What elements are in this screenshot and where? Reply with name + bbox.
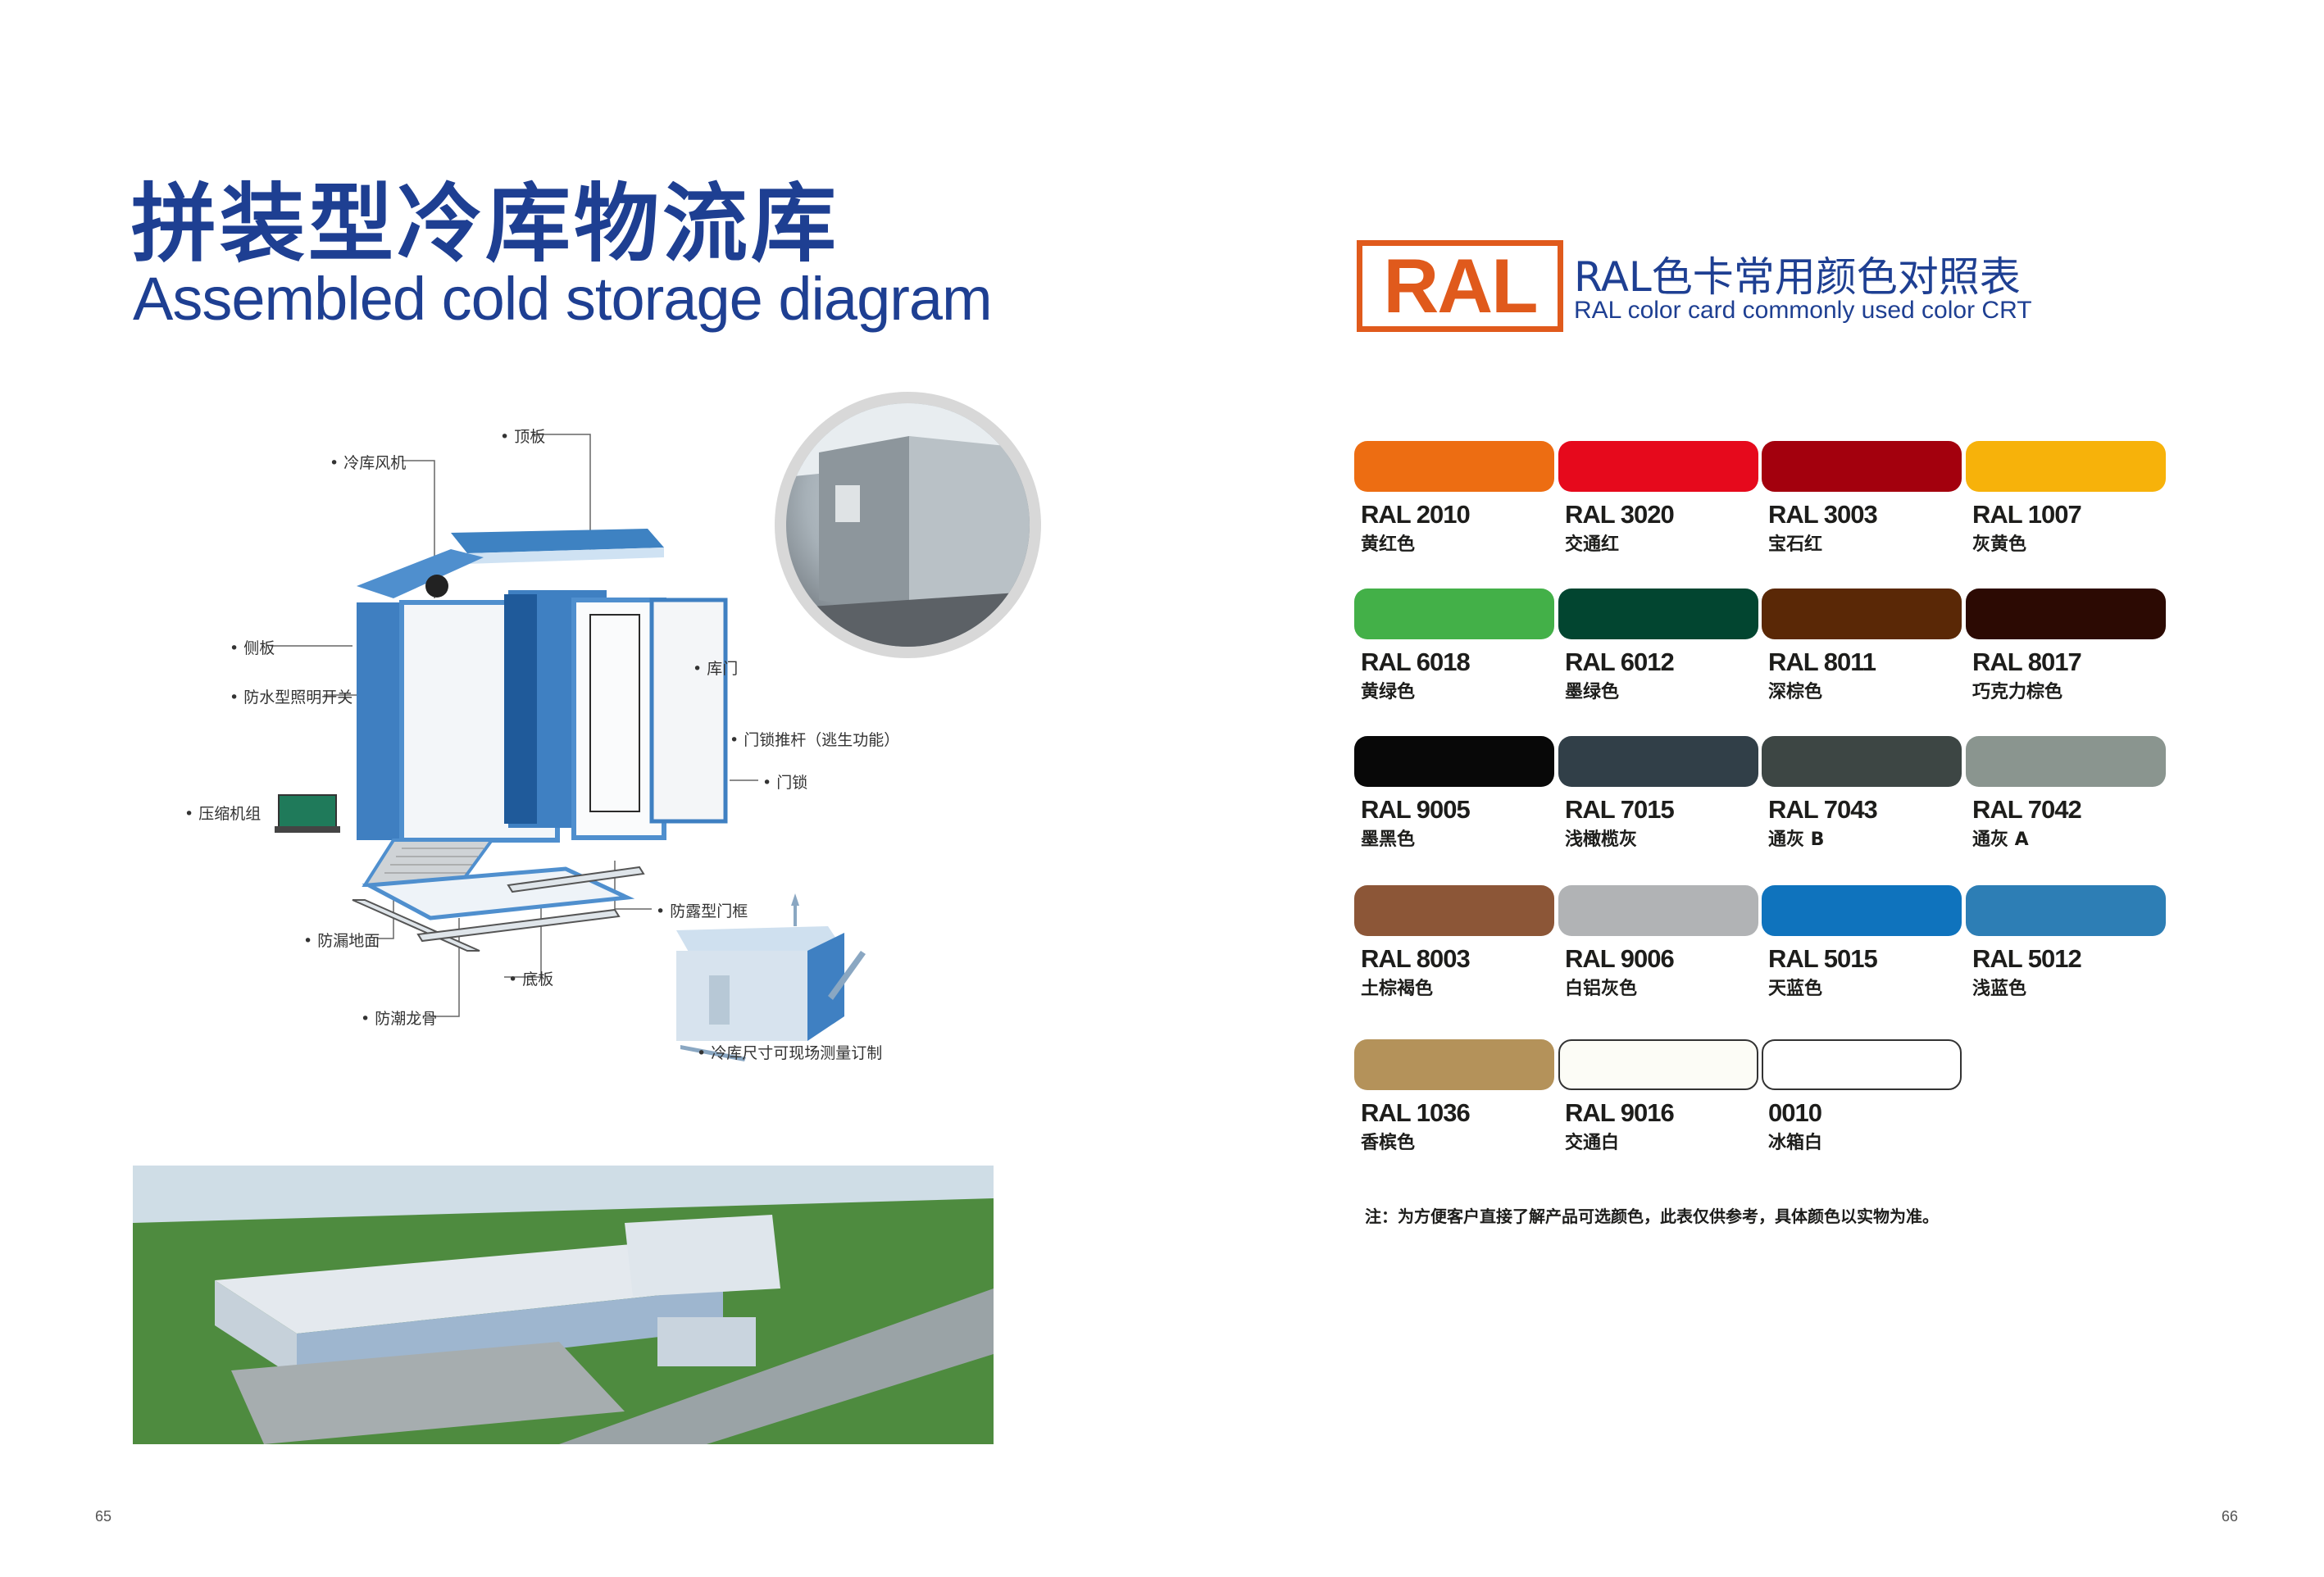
color-swatch: [1762, 885, 1962, 936]
swatch-name: 交通白: [1565, 1133, 1620, 1153]
swatch-code: RAL 6018: [1361, 648, 1471, 676]
swatch-code: RAL 6012: [1565, 648, 1675, 676]
ral-logo: RAL: [1357, 240, 1563, 332]
color-swatch: [1558, 589, 1758, 639]
color-swatch: [1966, 589, 2166, 639]
swatch-name: 浅橄榄灰: [1565, 829, 1638, 850]
color-swatch: [1354, 736, 1554, 787]
swatch-name: 墨绿色: [1565, 682, 1620, 702]
label-side-panel: • 侧板: [230, 639, 275, 657]
cold-storage-diagram: • 顶板 • 冷库风机 • 侧板 • 防水型照明开关 • 压缩机组 • 库门 •…: [156, 385, 1074, 1098]
color-swatch: [1558, 736, 1758, 787]
swatch-name: 白铝灰色: [1565, 979, 1638, 999]
label-fan: • 冷库风机: [330, 454, 407, 472]
page-number-left: 65: [95, 1508, 112, 1525]
swatch-name: 黄红色: [1361, 534, 1416, 555]
color-swatch: [1966, 441, 2166, 492]
swatch-code: 0010: [1768, 1098, 1822, 1127]
swatch-code: RAL 7015: [1565, 795, 1675, 824]
swatch-code: RAL 9016: [1565, 1098, 1675, 1127]
swatch-name: 冰箱白: [1768, 1133, 1823, 1153]
swatch-name: 土棕褐色: [1361, 979, 1434, 999]
swatch-name: 交通红: [1565, 534, 1620, 555]
swatch-code: RAL 1036: [1361, 1098, 1471, 1127]
label-frame: • 防露型门框: [656, 902, 748, 920]
label-bottom-panel: • 底板: [508, 970, 554, 988]
disclaimer-note: 注：为方便客户直接了解产品可选颜色，此表仅供参考，具体颜色以实物为准。: [1365, 1207, 1939, 1226]
page-subtitle: Assembled cold storage diagram: [133, 265, 993, 333]
label-top-panel: • 顶板: [500, 428, 546, 446]
swatch-code: RAL 9006: [1565, 944, 1675, 973]
color-swatch: [1354, 1039, 1554, 1090]
color-swatch: [1762, 589, 1962, 639]
interior-photo: [775, 392, 1041, 658]
swatch-name: 灰黄色: [1972, 534, 2027, 555]
swatch-code: RAL 9005: [1361, 795, 1471, 824]
swatch-code: RAL 8017: [1972, 648, 2082, 676]
label-floor: • 防漏地面: [303, 932, 380, 950]
label-door: • 库门: [693, 660, 739, 678]
swatch-code: RAL 3003: [1768, 500, 1878, 529]
swatch-name: 宝石红: [1768, 534, 1823, 555]
color-swatch: [1966, 885, 2166, 936]
color-swatch: [1558, 441, 1758, 492]
aerial-facility-photo: [133, 1166, 994, 1444]
color-swatch: [1354, 885, 1554, 936]
page-title: 拼装型冷库物流库: [131, 174, 840, 274]
color-swatch: [1354, 589, 1554, 639]
swatch-code: RAL 7043: [1768, 795, 1878, 824]
swatch-name: 天蓝色: [1768, 979, 1823, 999]
label-keel: • 防潮龙骨: [361, 1010, 438, 1028]
color-swatch: [1558, 885, 1758, 936]
swatch-code: RAL 1007: [1972, 500, 2082, 529]
color-swatch: [1558, 1039, 1758, 1090]
swatch-name: 浅蓝色: [1972, 979, 2027, 999]
swatch-name: 香槟色: [1361, 1133, 1416, 1153]
swatch-name: 深棕色: [1768, 682, 1823, 702]
swatch-name: 巧克力棕色: [1972, 682, 2063, 702]
ral-title: RAL色卡常用颜色对照表: [1574, 253, 2021, 301]
label-custom-size: • 冷库尺寸可现场测量订制: [697, 1044, 883, 1062]
page-number-right: 66: [2222, 1508, 2239, 1525]
swatch-code: RAL 7042: [1972, 795, 2082, 824]
swatch-name: 黄绿色: [1361, 682, 1416, 702]
swatch-code: RAL 5015: [1768, 944, 1878, 973]
diagram-illustration: [271, 434, 866, 1061]
label-compressor: • 压缩机组: [184, 805, 262, 823]
label-switch: • 防水型照明开关: [230, 689, 353, 707]
swatch-name: 通灰 B: [1768, 829, 1825, 850]
ral-subtitle: RAL color card commonly used color CRT: [1574, 297, 2032, 324]
color-swatch: [1354, 441, 1554, 492]
ral-logo-text: RAL: [1383, 243, 1538, 329]
swatch-code: RAL 5012: [1972, 944, 2082, 973]
swatch-code: RAL 8011: [1768, 648, 1876, 676]
label-push-rod: • 门锁推杆（逃生功能）: [730, 731, 900, 749]
interior-photo-graphic: [786, 403, 1030, 647]
color-swatch: [1762, 1039, 1962, 1090]
swatch-name: 墨黑色: [1361, 829, 1416, 850]
color-swatch: [1762, 736, 1962, 787]
label-lock: • 门锁: [762, 774, 808, 792]
color-swatch: [1762, 441, 1962, 492]
swatch-code: RAL 8003: [1361, 944, 1471, 973]
color-swatch: [1966, 736, 2166, 787]
swatch-code: RAL 2010: [1361, 500, 1471, 529]
swatch-code: RAL 3020: [1565, 500, 1675, 529]
swatch-name: 通灰 A: [1972, 829, 2029, 850]
aerial-facility-graphic: [133, 1166, 994, 1444]
